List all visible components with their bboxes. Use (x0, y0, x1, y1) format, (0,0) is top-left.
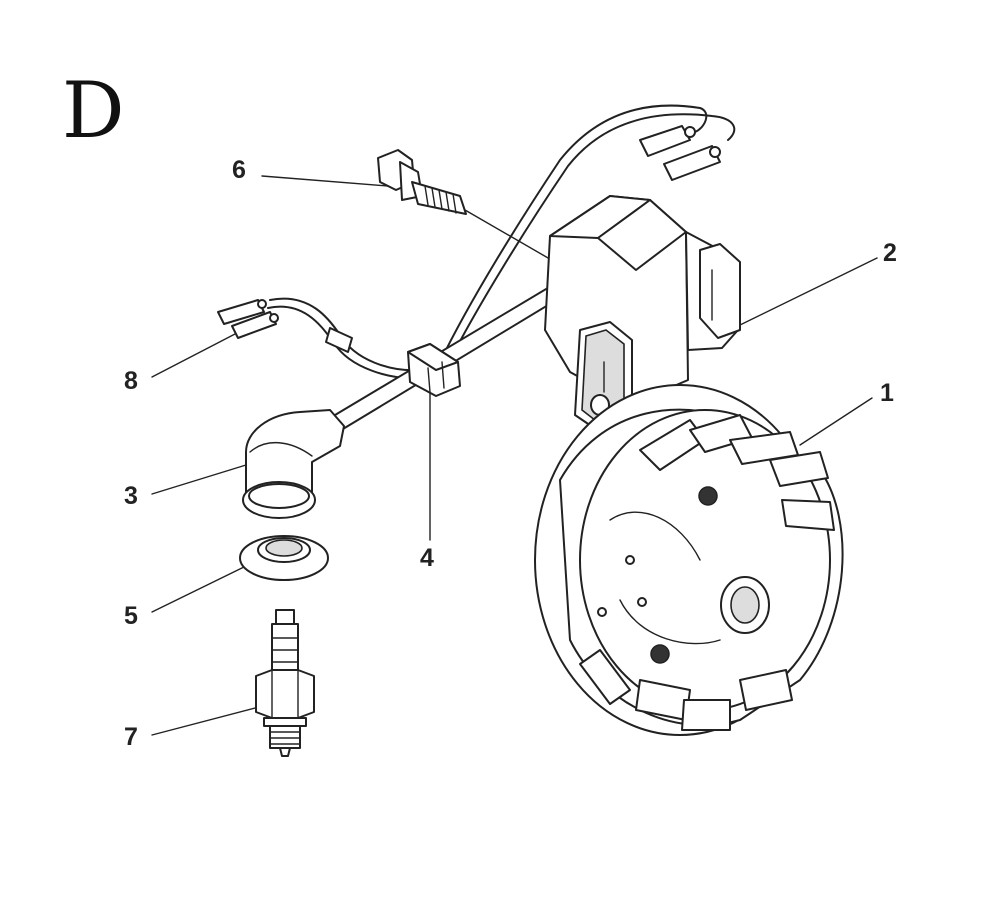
stop-switch-wire (217, 297, 421, 380)
leader-line-2 (739, 257, 878, 326)
leader-line-1 (799, 397, 873, 446)
spark-plug (255, 609, 315, 757)
leader-lines (151, 175, 878, 736)
leader-line-7 (151, 707, 256, 736)
ignition-coil (544, 195, 741, 433)
callout-bolt: 6 (232, 156, 246, 184)
callout-boot-seal: 5 (124, 602, 138, 630)
callout-spark-plug: 7 (124, 723, 138, 751)
section-letter: D (62, 66, 125, 156)
leader-line-5 (151, 565, 247, 613)
leader-line-3 (151, 464, 247, 495)
boot-seal (239, 535, 329, 581)
leader-line-8 (151, 333, 236, 378)
coil-lead-wires (439, 104, 736, 365)
wire-clip (407, 343, 461, 397)
callout-wire-clip: 4 (420, 544, 434, 572)
callout-stop-switch-wire: 8 (124, 367, 138, 395)
bolt (377, 149, 467, 215)
leader-line-6 (261, 175, 389, 187)
spark-plug-boot (242, 409, 345, 519)
callout-flywheel: 1 (880, 379, 894, 407)
flywheel (534, 384, 844, 736)
callout-spark-plug-boot: 3 (124, 482, 138, 510)
callout-ignition-coil: 2 (883, 239, 897, 267)
